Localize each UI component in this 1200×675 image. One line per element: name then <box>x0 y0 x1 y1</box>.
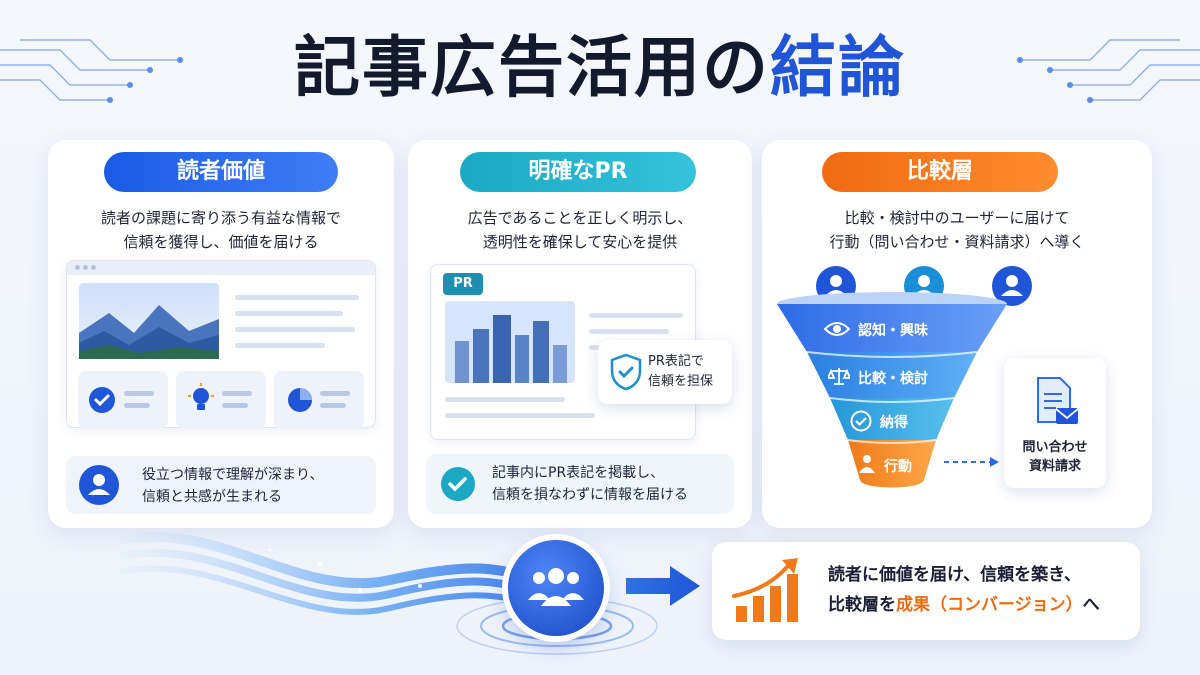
card-heading-comparison: 比較層 <box>822 152 1058 192</box>
title-main: 記事広告活用の <box>294 29 770 106</box>
funnel-stage-conviction: 納得 <box>880 415 908 431</box>
desc-line: 信頼を獲得し、価値を届ける <box>123 233 319 251</box>
lightbulb-icon <box>188 383 214 410</box>
chart-card <box>274 371 364 429</box>
card-reader-value: 読者価値 読者の課題に寄り添う有益な情報で 信頼を獲得し、価値を届ける <box>48 140 394 528</box>
card-description: 広告であることを正しく明示し、 透明性を確保して安心を提供 <box>408 206 752 254</box>
funnel-stage-action: 行動 <box>884 459 912 475</box>
eye-icon <box>824 322 850 336</box>
title-accent: 結論 <box>770 29 906 106</box>
person-icon <box>859 455 875 473</box>
inquiry-destination: 問い合わせ 資料請求 <box>1004 358 1106 488</box>
funnel-stage-awareness: 認知・興味 <box>858 323 928 339</box>
card-heading-reader-value: 読者価値 <box>104 152 338 192</box>
desc-line: 行動（問い合わせ・資料請求）へ導く <box>829 233 1085 251</box>
check-circle-icon <box>850 410 872 432</box>
dest-line: 資料請求 <box>1028 459 1081 474</box>
circuit-decoration-left <box>0 39 183 103</box>
dest-line: 問い合わせ <box>1022 440 1088 455</box>
pie-chart-icon <box>288 388 312 412</box>
pr-badge: PR <box>443 273 483 295</box>
dashed-arrow-icon <box>944 457 999 467</box>
card-description: 読者の課題に寄り添う有益な情報で 信頼を獲得し、価値を届ける <box>48 206 394 254</box>
pr-trust-popup: PR表記で 信頼を担保 <box>598 340 732 404</box>
summary-line: 記事内にPR表記を掲載し、 <box>492 465 665 481</box>
desc-line: 広告であることを正しく明示し、 <box>467 209 693 227</box>
user-icon <box>79 465 119 505</box>
desc-line: 読者の課題に寄り添う有益な情報で <box>100 209 341 227</box>
check-circle-icon <box>89 387 115 413</box>
document-mail-icon <box>1037 377 1078 424</box>
summary-line: 信頼を損なわずに情報を届ける <box>492 487 688 503</box>
desc-line: 比較・検討中のユーザーに届けて <box>844 209 1070 227</box>
page-title: 記事広告活用の結論 <box>0 28 1200 107</box>
circuit-decoration-right <box>1017 39 1200 103</box>
card-comparison-layer: 比較層 比較・検討中のユーザーに届けて 行動（問い合わせ・資料請求）へ導く 認知… <box>762 140 1152 528</box>
conversion-funnel <box>777 292 1007 488</box>
audience-circle <box>508 540 604 636</box>
group-users-icon <box>528 568 584 606</box>
idea-card <box>176 371 266 429</box>
pr-summary: 記事内にPR表記を掲載し、 信頼を損なわずに情報を届ける <box>426 454 734 514</box>
arrow-right-icon <box>626 566 700 606</box>
summary-line: 役立つ情報で理解が深まり、 <box>142 467 324 483</box>
flow-wave-decoration <box>120 531 540 615</box>
landscape-image-icon <box>79 283 219 359</box>
check-circle-icon <box>441 467 475 501</box>
popup-line: PR表記で <box>648 354 704 369</box>
result-highlight: 成果（コンバージョン） <box>896 595 1083 615</box>
shield-check-icon <box>610 353 642 391</box>
result-line-1: 読者に価値を届け、信頼を築き、 <box>828 565 1081 585</box>
card-heading-clear-pr: 明確なPR <box>460 152 696 192</box>
result-prefix: 比較層を <box>828 595 896 615</box>
check-card <box>78 371 168 429</box>
funnel-stage-comparison: 比較・検討 <box>858 371 928 387</box>
scale-icon <box>828 368 850 385</box>
card-description: 比較・検討中のユーザーに届けて 行動（問い合わせ・資料請求）へ導く <box>762 206 1152 254</box>
popup-line: 信頼を担保 <box>648 374 714 389</box>
result-suffix: へ <box>1082 595 1100 615</box>
growth-chart-icon <box>732 558 798 622</box>
result-line-2: 比較層を成果（コンバージョン）へ <box>828 590 1100 620</box>
reader-summary: 役立つ情報で理解が深まり、 信頼と共感が生まれる <box>66 456 376 514</box>
card-clear-pr: 明確なPR 広告であることを正しく明示し、 透明性を確保して安心を提供 PR P… <box>408 140 752 528</box>
summary-line: 信頼と共感が生まれる <box>142 489 282 505</box>
city-image-icon <box>445 301 575 383</box>
desc-line: 透明性を確保して安心を提供 <box>482 233 678 251</box>
result-summary: 読者に価値を届け、信頼を築き、 比較層を成果（コンバージョン）へ <box>712 542 1140 640</box>
